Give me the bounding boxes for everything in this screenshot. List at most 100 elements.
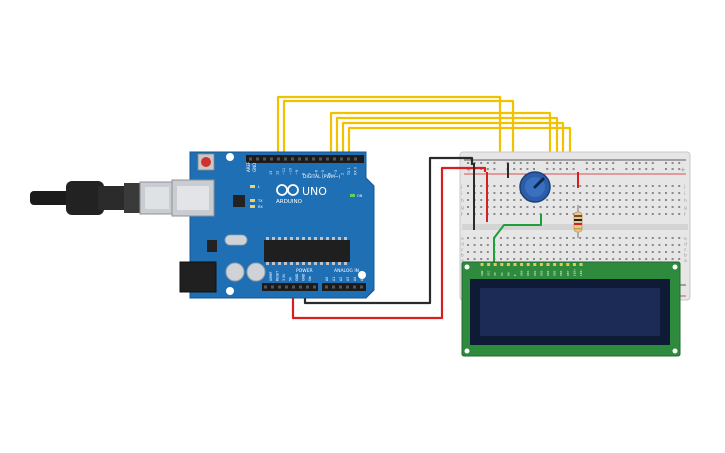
analog-pin-label: A4 xyxy=(353,277,357,281)
lcd-pin-pad[interactable] xyxy=(533,263,537,266)
analog-pin-label: A3 xyxy=(346,277,350,281)
digital-pin-label: ~5 xyxy=(321,170,325,175)
gnd-label: GND xyxy=(252,163,257,172)
on-led xyxy=(350,194,355,197)
row-letter: d xyxy=(461,242,464,248)
lcd-pin-label: GND xyxy=(480,270,484,276)
lcd-pin-pad[interactable] xyxy=(506,263,510,266)
row-letter: j xyxy=(460,184,462,190)
row-letter: g xyxy=(461,206,464,211)
lcd-pin-label: V0 xyxy=(493,272,497,276)
power-pin-label: Vin xyxy=(308,276,312,281)
power-wires xyxy=(291,156,579,320)
bottom-pin-holes xyxy=(264,285,363,289)
atmega-chip xyxy=(264,240,350,262)
power-pin-label: RESET xyxy=(276,271,280,281)
digital-pin-label: 8 xyxy=(302,173,306,175)
lcd-pin-pad[interactable] xyxy=(559,263,563,266)
lcd-pin-label: DB6 xyxy=(559,270,563,276)
row-letter: a xyxy=(684,259,687,264)
lcd-pin-pad[interactable] xyxy=(480,263,484,266)
lcd-pin-pad[interactable] xyxy=(513,263,517,266)
lcd-pin-label: LED+ xyxy=(572,269,576,276)
digital-pin-label: 7 xyxy=(308,173,312,175)
row-letter: f xyxy=(684,212,686,218)
chip-legs xyxy=(266,237,347,265)
digital-pin-label: 4 xyxy=(328,173,332,175)
analog-pin-label: A0 xyxy=(325,277,329,281)
power-pin-label: IOREF xyxy=(269,271,273,281)
row-letter: h xyxy=(684,198,687,204)
digital-label: DIGITAL (PWM~) xyxy=(303,174,341,180)
on-label: ON xyxy=(357,194,363,198)
lcd-pin-pad[interactable] xyxy=(539,263,543,266)
row-letter: a xyxy=(461,259,464,264)
lcd-pin-label: E xyxy=(513,274,517,276)
row-letter: d xyxy=(684,242,687,248)
lcd-pin-pad[interactable] xyxy=(526,263,530,266)
lcd-pin-pad[interactable] xyxy=(487,263,491,266)
lcd-pin-pad[interactable] xyxy=(546,263,550,266)
row-letter: g xyxy=(684,206,687,211)
lcd-screen xyxy=(480,288,660,336)
digital-pin-holes xyxy=(249,157,357,161)
lcd-pin-pad[interactable] xyxy=(493,263,497,266)
lcd-pin-pad[interactable] xyxy=(572,263,576,266)
analog-pin-label: A2 xyxy=(339,277,343,281)
analog-header[interactable] xyxy=(322,283,366,291)
power-label: POWER xyxy=(296,268,313,274)
lcd-pin-label: DB0 xyxy=(520,270,524,276)
lcd-pin-pad[interactable] xyxy=(553,263,557,266)
lcd-pin-pad[interactable] xyxy=(566,263,570,266)
analog-label: ANALOG IN xyxy=(334,268,359,274)
lcd-pin-label: DB4 xyxy=(546,270,550,276)
row-letter: f xyxy=(461,212,463,218)
lcd-pin-pad[interactable] xyxy=(520,263,524,266)
lcd-pin-label: RW xyxy=(506,272,510,276)
digital-pin-label: 12 xyxy=(276,171,280,175)
lcd-pin-label: DB1 xyxy=(526,270,530,276)
rx-label: RX xyxy=(258,205,263,209)
digital-pin-label: ~9 xyxy=(295,170,299,175)
arduino-brand: ARDUINO xyxy=(276,199,303,205)
row-letter: h xyxy=(461,198,464,204)
analog-pin-label: A5 xyxy=(360,277,364,281)
digital-pin-label: ~11 xyxy=(282,168,286,175)
lcd-pin-label: DB7 xyxy=(566,270,570,276)
resistor xyxy=(573,205,583,238)
dc-jack xyxy=(179,261,217,293)
potentiometer[interactable] xyxy=(519,171,551,203)
lcd-pin-pad[interactable] xyxy=(500,263,504,266)
digital-pin-label: ~6 xyxy=(315,170,319,175)
row-letter: e xyxy=(461,237,464,242)
power-header[interactable] xyxy=(262,283,318,291)
arduino-model: UNO xyxy=(302,185,327,198)
lcd-pin-label: LED- xyxy=(579,269,583,276)
row-letter: c xyxy=(461,248,464,253)
lcd-pin-pad[interactable] xyxy=(579,263,583,266)
rail-plus-label-right: + xyxy=(680,166,686,174)
row-letter: e xyxy=(684,237,687,242)
usb-cable xyxy=(30,181,175,215)
lcd-pin-label: DB2 xyxy=(533,270,537,276)
row-letter: b xyxy=(684,253,687,259)
lcd-pin-pads xyxy=(480,263,583,266)
row-letter: c xyxy=(684,248,687,253)
power-pin-label: 3.3V xyxy=(282,273,286,281)
digital-pin-label: ~10 xyxy=(289,168,293,175)
arduino-logo: ARDUINO xyxy=(276,184,303,205)
digital-pin-label: 2 xyxy=(341,173,345,175)
digital-pin-label: ~3 xyxy=(334,170,338,175)
digital-pin-label: TX 1 xyxy=(347,167,351,176)
lcd-pin-label: RS xyxy=(500,272,504,276)
power-pin-label: GND xyxy=(302,273,306,281)
row-letter: i xyxy=(684,191,685,197)
